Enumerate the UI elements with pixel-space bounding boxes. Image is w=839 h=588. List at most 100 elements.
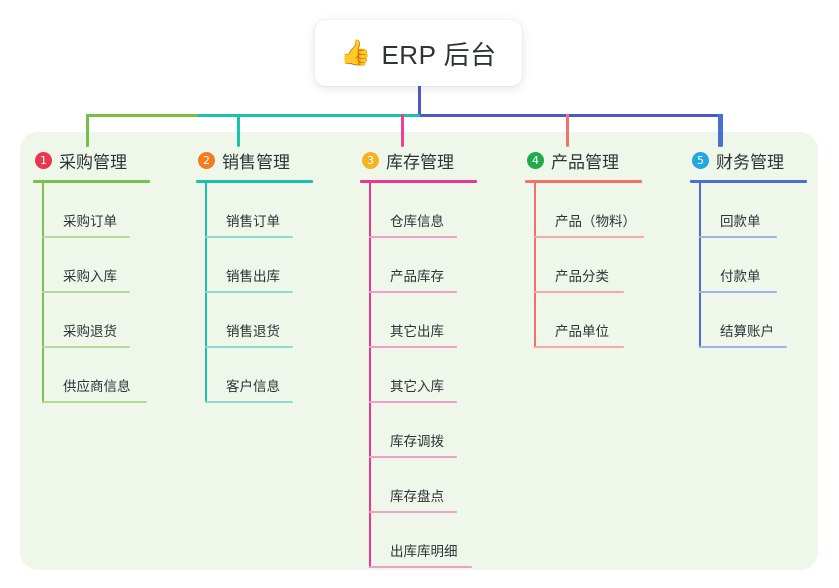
menu-item-rule (369, 236, 457, 238)
connector-drop-3 (401, 114, 404, 147)
connector-drop-5 (720, 114, 723, 147)
column-body-4: 产品（物料） 产品分类产品单位 (525, 183, 644, 348)
column-rule-3 (360, 180, 477, 183)
menu-item[interactable]: 产品分类 (525, 238, 642, 293)
menu-item-label: 产品库存 (390, 269, 444, 284)
menu-item[interactable]: 供应商信息 (33, 348, 150, 403)
menu-item-label: 销售退货 (226, 324, 280, 339)
column-trunk-1 (42, 183, 44, 403)
menu-item-label: 采购退货 (63, 324, 117, 339)
column-title-5: 财务管理 (716, 152, 784, 172)
column-trunk-4 (534, 183, 536, 348)
connector-drop-2 (237, 114, 240, 147)
menu-item-label: 客户信息 (226, 379, 280, 394)
bus-segment-teal (198, 114, 420, 117)
column-title-2: 销售管理 (222, 152, 290, 172)
menu-item-rule (534, 236, 644, 238)
column-badge-1: 1 (35, 151, 52, 169)
menu-item-label: 产品单位 (555, 324, 609, 339)
column-rule-2 (196, 180, 313, 183)
column-body-1: 采购订单采购入库采购退货供应商信息 (33, 183, 150, 403)
menu-item-rule (534, 346, 624, 348)
menu-item-rule (205, 401, 293, 403)
connector-drop-4 (566, 114, 569, 147)
menu-item[interactable]: 销售退货 (196, 293, 313, 348)
column-badge-4: 4 (527, 151, 544, 169)
menu-item[interactable]: 采购订单 (33, 183, 150, 238)
menu-item-label: 出库库明细 (390, 544, 458, 559)
menu-item-label: 采购入库 (63, 269, 117, 284)
bus-segment-blue (420, 114, 720, 117)
menu-item[interactable]: 回款单 (690, 183, 807, 238)
menu-item[interactable]: 其它出库 (360, 293, 477, 348)
connector-left-cap (86, 114, 89, 147)
connector-root-stem (418, 86, 421, 116)
menu-item-rule (205, 236, 293, 238)
menu-item-label: 销售订单 (226, 214, 280, 229)
menu-item[interactable]: 采购退货 (33, 293, 150, 348)
column-title-4: 产品管理 (551, 152, 619, 172)
diagram-panel (20, 132, 818, 570)
menu-item-rule (369, 346, 457, 348)
menu-item[interactable]: 产品库存 (360, 238, 477, 293)
root-node-label: ERP 后台 (381, 39, 497, 70)
menu-item[interactable]: 客户信息 (196, 348, 313, 403)
column-header-4[interactable]: 4 产品管理 (525, 147, 642, 173)
column-2: 2 销售管理销售订单销售出库销售退货客户信息 (196, 147, 313, 403)
column-4: 4 产品管理产品（物料） 产品分类产品单位 (525, 147, 644, 348)
menu-item[interactable]: 仓库信息 (360, 183, 477, 238)
menu-item-rule (369, 511, 457, 513)
menu-item-label: 仓库信息 (390, 214, 444, 229)
column-rule-1 (33, 180, 150, 183)
menu-item-rule (42, 236, 130, 238)
menu-item-rule (534, 291, 624, 293)
column-body-3: 仓库信息产品库存其它出库其它入库库存调拨库存盘点出库库明细 (360, 183, 477, 568)
connector-right-cap (718, 114, 721, 147)
menu-item[interactable]: 出库库明细 (360, 513, 477, 568)
menu-item[interactable]: 产品（物料） (525, 183, 644, 238)
menu-item-label: 其它入库 (390, 379, 444, 394)
column-body-5: 回款单付款单结算账户 (690, 183, 807, 348)
root-node[interactable]: 👍 ERP 后台 (315, 20, 522, 86)
menu-item-label: 其它出库 (390, 324, 444, 339)
menu-item-rule (699, 236, 777, 238)
menu-item-label: 采购订单 (63, 214, 117, 229)
column-badge-5: 5 (692, 151, 709, 169)
column-title-3: 库存管理 (386, 152, 454, 172)
column-trunk-2 (205, 183, 207, 403)
menu-item[interactable]: 产品单位 (525, 293, 642, 348)
menu-item-label: 销售出库 (226, 269, 280, 284)
menu-item[interactable]: 其它入库 (360, 348, 477, 403)
menu-item[interactable]: 采购入库 (33, 238, 150, 293)
column-header-1[interactable]: 1 采购管理 (33, 147, 150, 173)
column-badge-2: 2 (198, 151, 215, 169)
menu-item-rule (369, 566, 472, 568)
menu-item[interactable]: 库存调拨 (360, 403, 477, 458)
column-title-1: 采购管理 (59, 152, 127, 172)
menu-item[interactable]: 结算账户 (690, 293, 807, 348)
menu-item-label: 结算账户 (720, 324, 774, 339)
menu-item[interactable]: 销售出库 (196, 238, 313, 293)
menu-item-label: 回款单 (720, 214, 761, 229)
menu-item-label: 付款单 (720, 269, 761, 284)
menu-item[interactable]: 库存盘点 (360, 458, 477, 513)
column-rule-4 (525, 180, 642, 183)
column-header-5[interactable]: 5 财务管理 (690, 147, 807, 173)
menu-item-rule (42, 401, 147, 403)
root-node-content: 👍 ERP 后台 (340, 35, 496, 72)
menu-item-rule (42, 346, 130, 348)
menu-item-rule (369, 291, 457, 293)
menu-item-rule (42, 291, 130, 293)
menu-item-label: 供应商信息 (63, 379, 131, 394)
menu-item[interactable]: 销售订单 (196, 183, 313, 238)
menu-item-rule (205, 346, 293, 348)
menu-item-label: 库存盘点 (390, 489, 444, 504)
column-header-2[interactable]: 2 销售管理 (196, 147, 313, 173)
menu-item[interactable]: 付款单 (690, 238, 807, 293)
menu-item-rule (699, 346, 787, 348)
menu-item-rule (369, 456, 457, 458)
menu-item-label: 产品分类 (555, 269, 609, 284)
menu-item-rule (699, 291, 777, 293)
